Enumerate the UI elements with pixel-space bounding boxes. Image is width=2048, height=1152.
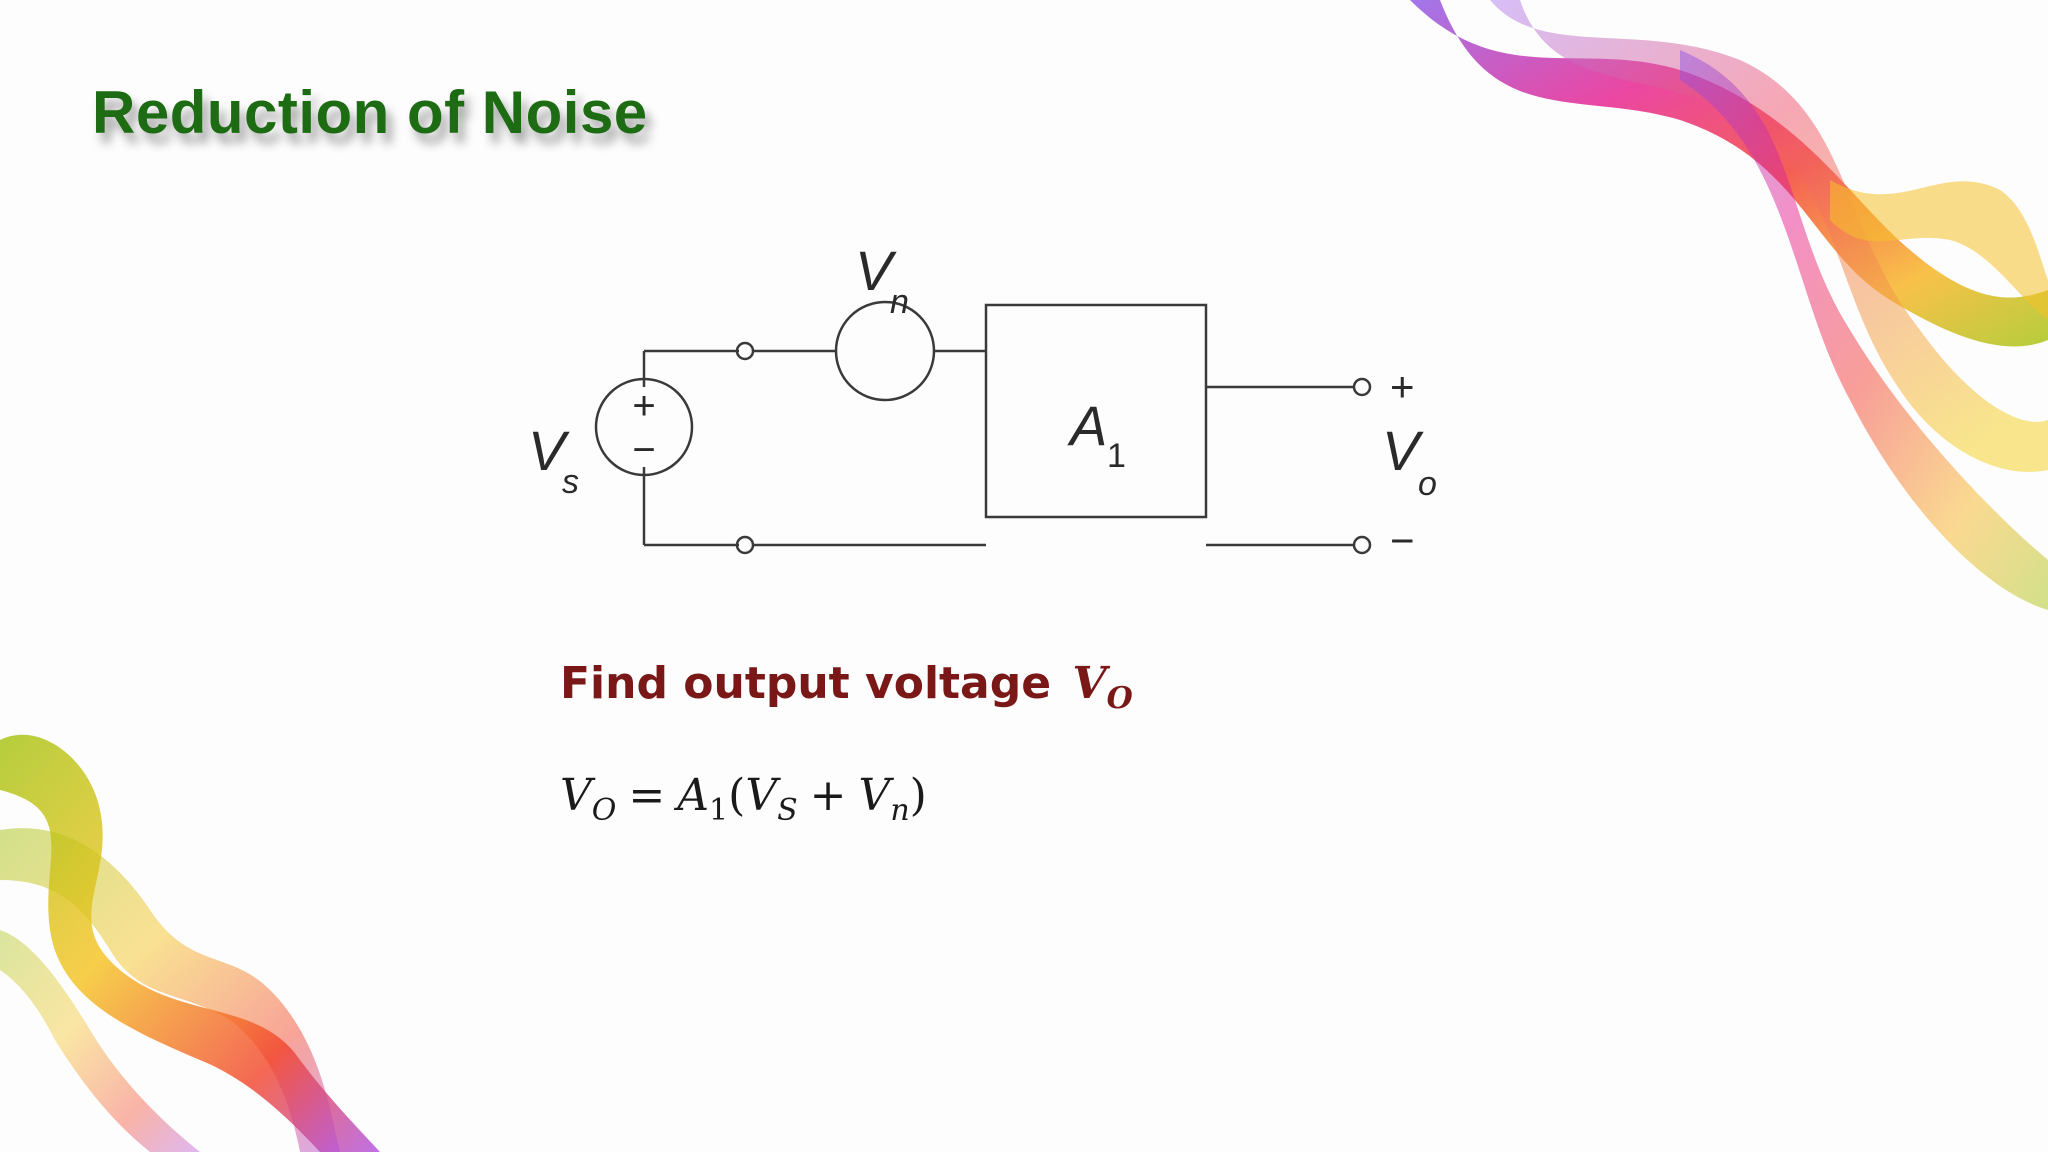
output-minus: − — [1390, 517, 1415, 564]
input-terminal-bottom — [735, 535, 755, 555]
output-terminal-bottom — [1352, 535, 1372, 555]
output-label: V — [1382, 419, 1424, 482]
output-plus: + — [1390, 363, 1415, 410]
output-label-sub: o — [1418, 465, 1437, 503]
eq-equals: = — [628, 770, 666, 821]
eq-plus: + — [809, 770, 847, 821]
voltage-source — [594, 377, 694, 477]
slide-title: Reduction of Noise — [92, 79, 648, 146]
eq-vn: V — [858, 770, 891, 821]
eq-gain: A — [677, 770, 710, 821]
noise-source — [834, 300, 936, 402]
amplifier-box — [984, 303, 1208, 519]
source-plus: + — [632, 384, 655, 428]
eq-vs: V — [745, 770, 778, 821]
amplifier-label: A — [1067, 394, 1107, 457]
amplifier-label-sub: 1 — [1107, 437, 1126, 475]
output-equation: VO=A1(VS+Vn) — [560, 770, 927, 826]
input-terminal-top — [735, 341, 755, 361]
eq-lhs-sub: O — [591, 793, 617, 828]
source-minus: − — [632, 428, 655, 472]
noise-label: V — [855, 245, 897, 302]
source-label-sub: s — [562, 463, 579, 501]
eq-gain-sub: 1 — [709, 793, 729, 828]
source-label: V — [528, 419, 570, 482]
decorative-ribbon-bottom-left — [0, 734, 380, 1152]
eq-vn-sub: n — [890, 793, 910, 828]
decorative-ribbon-top-right — [1410, 0, 2048, 610]
output-terminal-top — [1352, 377, 1372, 397]
question-label: Find output voltage — [560, 658, 1052, 709]
question-variable-sub: O — [1106, 681, 1133, 716]
eq-open-paren: ( — [728, 770, 746, 821]
noise-label-sub: n — [890, 283, 909, 321]
question-variable: V — [1072, 658, 1107, 709]
circuit-diagram: + − V s V n A 1 + − V o — [528, 245, 1437, 564]
question-text: Find output voltage VO — [560, 658, 1133, 716]
eq-close-paren: ) — [909, 770, 927, 821]
eq-lhs: V — [560, 770, 592, 821]
eq-vs-sub: S — [777, 793, 798, 828]
